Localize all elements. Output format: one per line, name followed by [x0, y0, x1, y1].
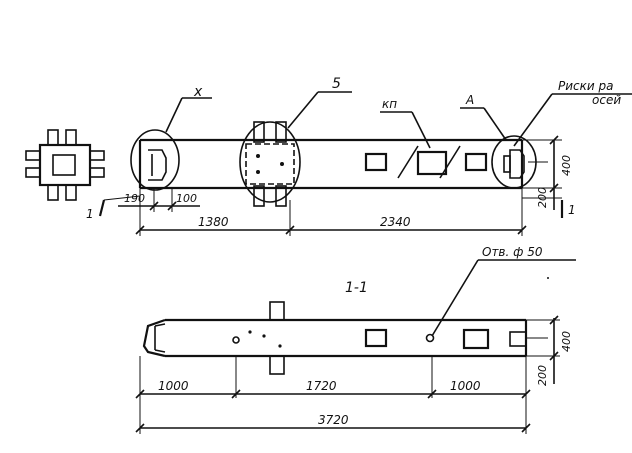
opening — [364, 152, 388, 172]
callout-kp: кп — [382, 97, 397, 111]
hole-50 — [425, 333, 435, 343]
dim-1380: 1380 — [198, 215, 229, 229]
bottom-dimensions — [135, 315, 560, 434]
dim-400-top: 400 — [560, 155, 573, 176]
callout-marks-line1: Риски ра — [558, 79, 613, 93]
callout-marks-line2: осей — [592, 93, 621, 107]
callout-leaders — [165, 91, 632, 149]
callout-a: A — [465, 93, 474, 107]
cross-section-view — [25, 129, 105, 201]
opening — [364, 328, 388, 348]
dim-200-top: 200 — [536, 187, 549, 208]
detail-x-circle — [130, 129, 180, 191]
dim-200-bottom: 200 — [536, 365, 549, 386]
dim-100: 100 — [176, 192, 197, 205]
dim-400-bottom: 400 — [560, 331, 573, 352]
section-marker-right: 1 — [522, 197, 576, 218]
section-marker-left: 1 — [86, 195, 141, 221]
dim-3720: 3720 — [318, 413, 349, 427]
beam-section-view — [142, 301, 548, 375]
opening — [462, 328, 490, 350]
svg-text:1: 1 — [86, 207, 94, 221]
opening — [416, 150, 448, 176]
dim-1000-right: 1000 — [450, 379, 481, 393]
beam-top-view — [130, 121, 548, 207]
dim-1000-left: 1000 — [158, 379, 189, 393]
callout-x: x — [193, 84, 203, 100]
dim-2340: 2340 — [380, 215, 411, 229]
hole-label: Отв. ф 50 — [482, 245, 543, 259]
section-label: 1-1 — [345, 280, 368, 296]
dim-190: 190 — [124, 192, 145, 205]
dim-1720: 1720 — [306, 379, 337, 393]
detail-5-circle — [239, 121, 301, 203]
callout-5: 5 — [332, 76, 341, 92]
top-dimensions — [118, 135, 562, 236]
svg-text:1: 1 — [568, 203, 576, 217]
opening — [464, 152, 488, 172]
